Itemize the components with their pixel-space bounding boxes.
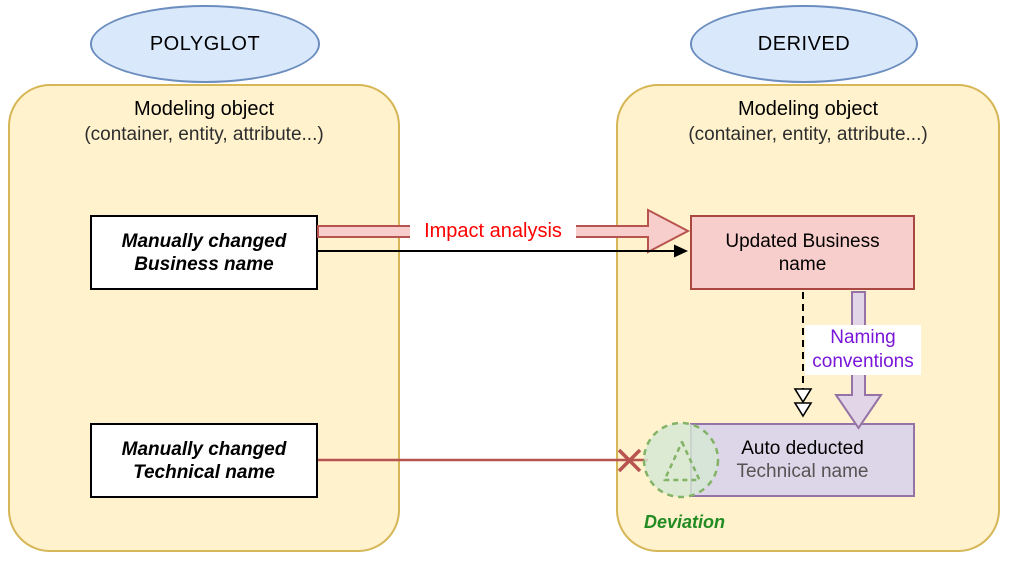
polyglot-badge: POLYGLOT [90,5,320,83]
manually-changed-technical-name-box: Manually changed Technical name [90,423,318,498]
polyglot-title: Modeling object [133,98,275,120]
manually-changed-business-name-box: Manually changed Business name [90,215,318,290]
derived-subtitle: (container, entity, attribute...) [688,124,928,145]
box-line: Technical name [736,461,869,482]
derived-title: Modeling object [737,98,879,120]
derived-badge-label: DERIVED [757,32,851,55]
box-line: Technical name [133,461,275,483]
box-line: Business name [134,253,274,275]
box-line: Auto deducted [741,438,864,459]
polyglot-header: Modeling object (container, entity, attr… [8,96,400,147]
box-line: Updated Business [725,230,880,252]
impact-analysis-label: Impact analysis [410,217,576,245]
derived-badge: DERIVED [690,5,918,83]
derived-header: Modeling object (container, entity, attr… [616,96,1000,147]
naming-conventions-label: Naming conventions [805,325,921,375]
box-line: Manually changed [121,438,287,460]
auto-deducted-technical-name-box: Auto deducted Technical name [690,423,915,497]
box-line: Manually changed [121,230,287,252]
polyglot-subtitle: (container, entity, attribute...) [84,124,324,145]
box-line: name [778,253,827,275]
polyglot-badge-label: POLYGLOT [149,32,261,55]
updated-business-name-box: Updated Business name [690,215,915,290]
deviation-label: Deviation [644,512,726,532]
